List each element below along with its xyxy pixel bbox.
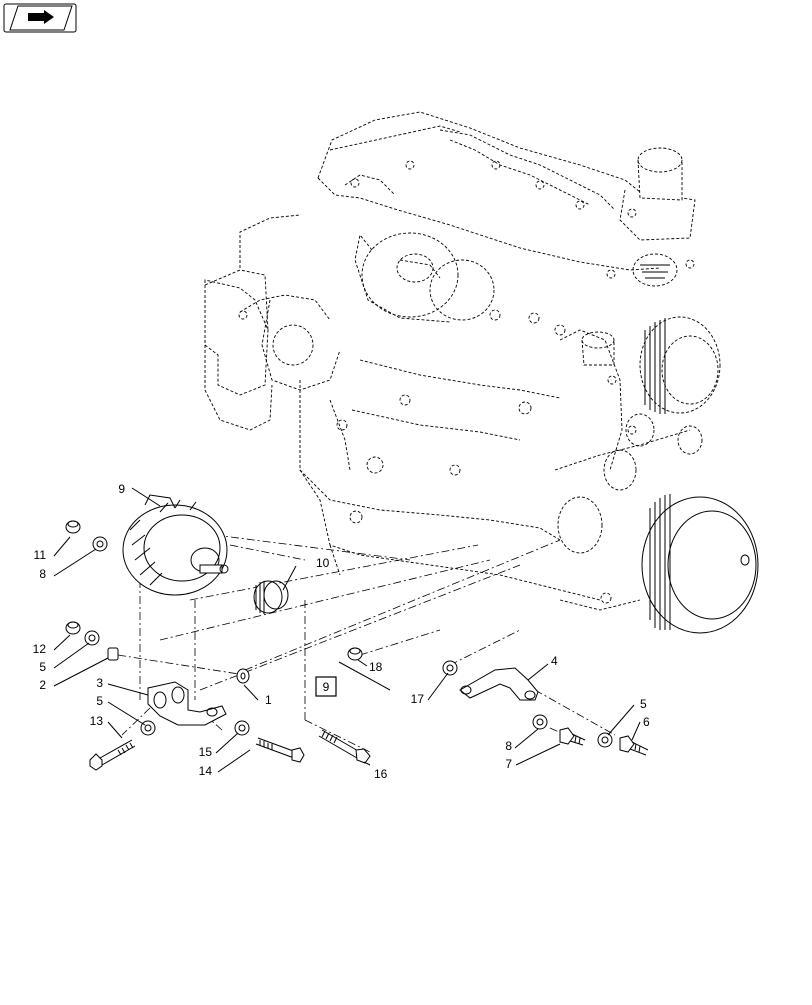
callout-12: 12 [33,642,47,656]
callout-8a: 8 [39,567,46,581]
callout-8b: 8 [505,739,512,753]
callout-11: 11 [34,548,47,562]
washer-5a [84,630,100,646]
callout-16: 16 [374,767,388,781]
alignment-lines [117,534,616,753]
washer-1 [236,668,250,684]
bolt-16 [318,729,371,764]
callout-5a: 5 [39,660,46,674]
callout-4: 4 [551,654,558,668]
bolt-13 [89,739,136,771]
callout-18: 18 [369,660,383,674]
callout-17: 17 [411,692,425,706]
callout-10: 10 [316,556,330,570]
nut-11 [65,520,81,534]
washer-17 [442,660,458,676]
alternator [122,494,229,596]
nut-18 [347,647,363,661]
nut-12 [65,621,81,635]
washer-8a [92,536,108,552]
pulley [253,580,289,614]
callout-3: 3 [96,676,103,690]
callout-14: 14 [199,764,213,778]
callout-7: 7 [505,757,512,771]
spacer-2 [107,647,119,661]
callout-9: 9 [118,482,125,496]
callout-labels: 9 10 11 8 12 5 2 3 5 13 1 15 14 18 16 17… [33,482,650,781]
leader-lines [53,487,641,773]
washer-5b [140,720,156,736]
callout-1: 1 [265,693,272,707]
callout-6: 6 [643,715,650,729]
reference-box-label: 9 [323,680,330,694]
mounting-bracket [147,681,227,726]
bolt-7 [559,727,586,746]
support-arm [459,667,539,701]
engine-block [204,111,759,634]
callout-15: 15 [199,745,213,759]
bolt-14 [255,737,305,763]
washer-5c [597,732,613,748]
reference-box: 9 [315,676,337,697]
callout-5c: 5 [640,697,647,711]
callout-2: 2 [39,678,46,692]
back-arrow-icon[interactable] [3,3,77,33]
bolt-6 [619,735,649,756]
washer-15 [234,720,250,736]
callout-5b: 5 [96,694,103,708]
washer-8b [532,714,548,730]
callout-13: 13 [90,714,104,728]
